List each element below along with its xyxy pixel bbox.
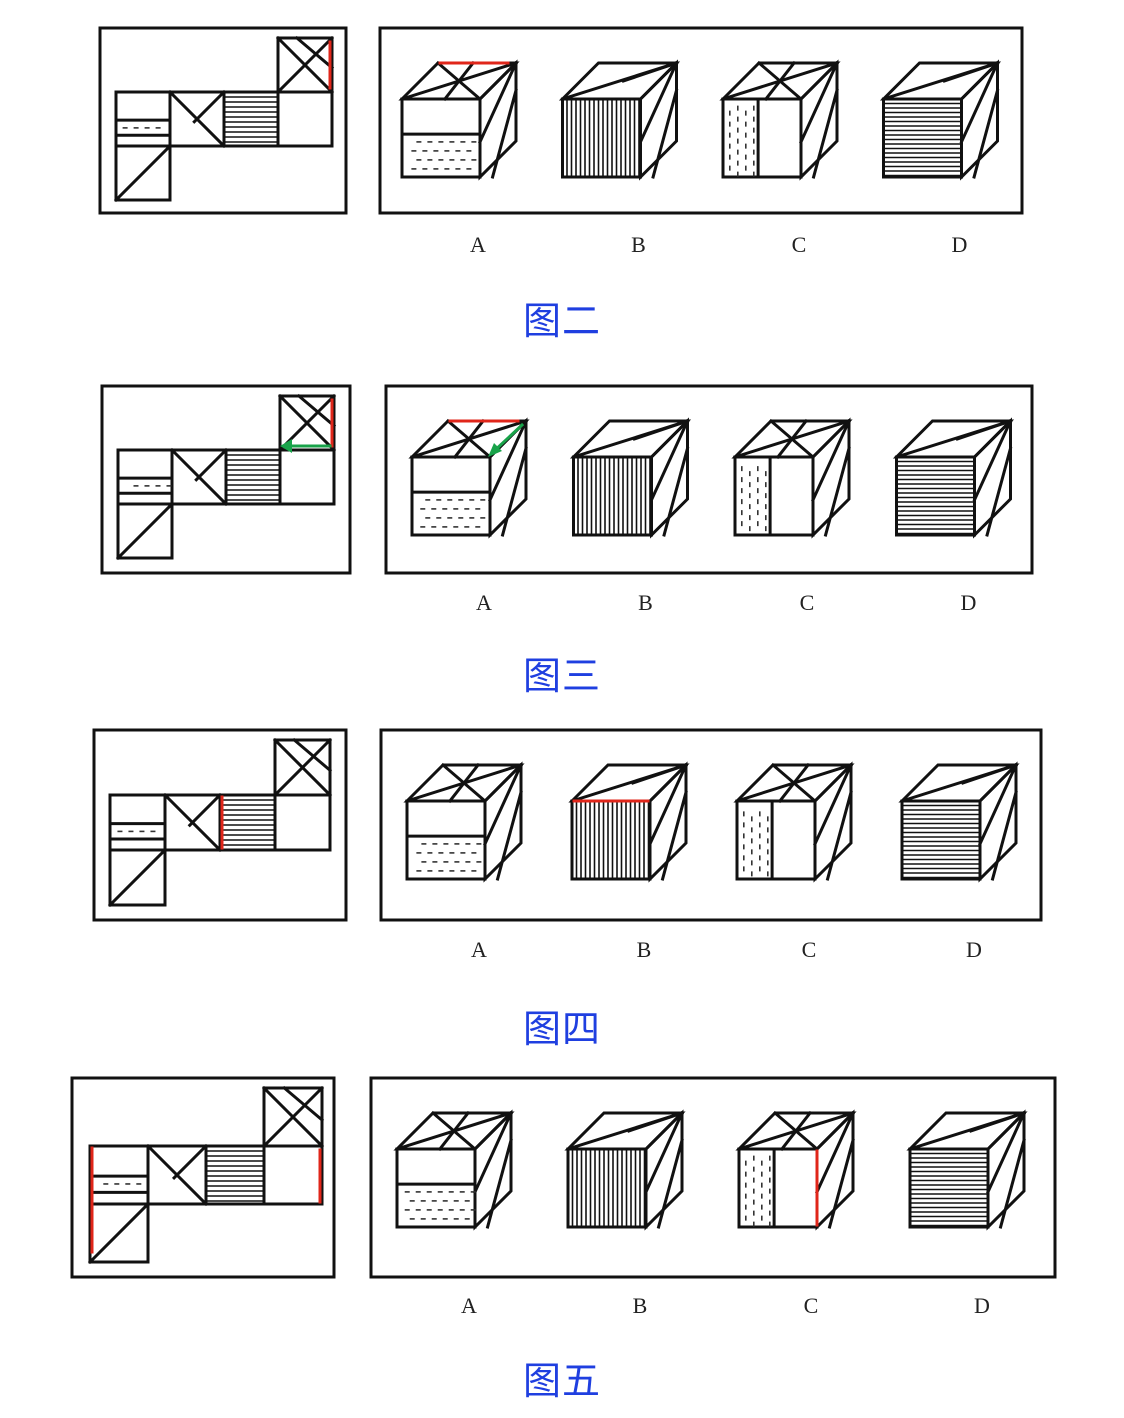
option-a-cube bbox=[398, 59, 520, 181]
option-label-b: B bbox=[638, 590, 653, 615]
option-label-d: D bbox=[951, 232, 968, 257]
option-label-b: B bbox=[632, 1293, 648, 1318]
figure-3 bbox=[100, 384, 1034, 575]
option-c-cube bbox=[733, 761, 855, 883]
option-c-cube bbox=[731, 417, 853, 539]
figure-2 bbox=[98, 26, 1024, 215]
option-label-b: B bbox=[631, 232, 646, 257]
option-label-a: A bbox=[470, 232, 486, 257]
option-d-cube bbox=[898, 761, 1020, 883]
option-label-a: A bbox=[461, 1293, 477, 1318]
option-a-cube bbox=[393, 1109, 515, 1231]
option-label-c: C bbox=[791, 232, 807, 257]
option-d-cube bbox=[879, 59, 1002, 181]
option-label-d: D bbox=[966, 937, 982, 962]
figure-caption: 图二 bbox=[522, 299, 601, 343]
figure-caption: 图四 bbox=[522, 1007, 601, 1051]
option-label-c: C bbox=[799, 590, 815, 615]
figure-4 bbox=[92, 728, 1043, 922]
option-d-cube bbox=[892, 417, 1015, 539]
option-b-cube bbox=[569, 417, 692, 539]
option-label-c: C bbox=[803, 1293, 819, 1318]
option-c-cube bbox=[735, 1109, 857, 1231]
option-b-cube bbox=[568, 761, 690, 883]
options-box bbox=[379, 728, 1043, 922]
figure-caption: 图五 bbox=[522, 1359, 601, 1403]
option-d-cube bbox=[906, 1109, 1028, 1231]
net-box bbox=[100, 384, 352, 575]
net-box bbox=[98, 26, 348, 215]
option-a-cube bbox=[408, 417, 530, 539]
option-b-cube bbox=[558, 59, 681, 181]
option-label-d: D bbox=[960, 590, 977, 615]
net-box bbox=[92, 728, 348, 922]
option-label-a: A bbox=[476, 590, 492, 615]
option-label-c: C bbox=[801, 937, 817, 962]
option-c-cube bbox=[719, 59, 841, 181]
net-box bbox=[70, 1076, 336, 1279]
option-label-b: B bbox=[636, 937, 652, 962]
option-label-a: A bbox=[471, 937, 487, 962]
option-a-cube bbox=[403, 761, 525, 883]
option-label-d: D bbox=[974, 1293, 990, 1318]
figure-caption: 图三 bbox=[522, 654, 601, 698]
option-b-cube bbox=[564, 1109, 686, 1231]
options-box bbox=[384, 384, 1034, 575]
options-box bbox=[378, 26, 1024, 215]
figure-5 bbox=[70, 1076, 1057, 1279]
options-box bbox=[369, 1076, 1057, 1279]
